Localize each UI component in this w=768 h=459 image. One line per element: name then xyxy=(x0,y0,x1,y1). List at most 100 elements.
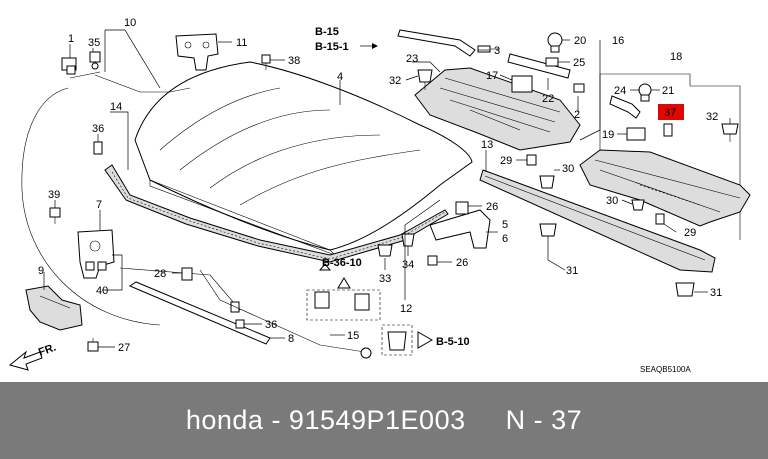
callout: 35 xyxy=(88,37,100,49)
leader-lines xyxy=(43,29,731,348)
callout: 23 xyxy=(406,53,418,65)
callout: 30 xyxy=(606,195,618,207)
clip-33 xyxy=(377,244,393,257)
callout: 28 xyxy=(154,268,166,280)
front-direction-indicator: FR. xyxy=(8,341,58,371)
check-valve-25 xyxy=(545,57,559,67)
cowl-lower-panel xyxy=(579,149,751,227)
clip-28 xyxy=(181,267,193,281)
hood-support-rod xyxy=(119,267,271,345)
bracket-19 xyxy=(626,127,646,141)
callout: 6 xyxy=(502,233,508,245)
clip-29-right xyxy=(655,213,665,225)
clip-31-mid xyxy=(539,223,557,237)
bracket-17 xyxy=(511,75,533,93)
hose-upper xyxy=(397,29,476,57)
callout: 36 xyxy=(92,123,104,135)
clip-36-upper xyxy=(93,141,103,155)
callout: 27 xyxy=(118,342,130,354)
callout: 31 xyxy=(566,265,578,277)
joint-2 xyxy=(573,83,585,93)
hood-seal xyxy=(104,164,449,263)
hose-24 xyxy=(609,95,641,119)
callout: 32 xyxy=(706,111,718,123)
callout: 18 xyxy=(670,51,682,63)
cable-15 xyxy=(199,269,366,353)
hood-latch xyxy=(77,229,115,279)
callout: 14 xyxy=(110,101,122,113)
cap-20 xyxy=(547,32,563,53)
callout: 5 xyxy=(502,219,508,231)
nozzle-3 xyxy=(477,45,500,53)
cap-21 xyxy=(638,83,652,102)
callout: 26 xyxy=(486,201,498,213)
callout: 22 xyxy=(542,93,554,105)
callout: 4 xyxy=(337,71,343,83)
callout-highlighted: 37 xyxy=(664,107,676,119)
part-info-banner: honda - 91549P1E003 N - 37 xyxy=(0,382,768,459)
clip-35 xyxy=(89,51,101,70)
callout: 20 xyxy=(574,35,586,47)
part-number-text: honda - 91549P1E003 N - 37 xyxy=(185,405,583,435)
parts-diagram: 1 35 10 11 38 4 14 36 39 7 40 9 27 28 36… xyxy=(8,17,751,374)
release-cable xyxy=(21,87,161,326)
ref-b-36-10: B-36-10 xyxy=(322,257,362,269)
callout: 13 xyxy=(481,139,493,151)
clip-32-right xyxy=(721,123,739,142)
clip-31-right xyxy=(675,282,695,297)
bolt-27 xyxy=(87,338,99,352)
callout: 24 xyxy=(614,85,626,97)
callout: 30 xyxy=(562,163,574,175)
callout: 2 xyxy=(574,109,580,121)
ref-b-15-1: B-15-1 xyxy=(315,41,349,53)
callout: 3 xyxy=(494,45,500,57)
hood-hinge xyxy=(175,33,219,71)
ref-b-15: B-15 xyxy=(315,26,339,38)
callout: 34 xyxy=(402,259,414,271)
fr-label: FR. xyxy=(37,341,58,358)
clip-30-right xyxy=(631,199,645,211)
release-handle xyxy=(25,285,83,331)
callout: 19 xyxy=(602,129,614,141)
callout: 39 xyxy=(48,189,60,201)
hose-22 xyxy=(507,53,571,79)
callout: 16 xyxy=(612,35,624,47)
ref-b-5-10-box xyxy=(381,324,434,356)
callout-labels: 1 35 10 11 38 4 14 36 39 7 40 9 27 28 36… xyxy=(38,17,722,354)
exploded-view-drawing: 1 35 10 11 38 4 14 36 39 7 40 9 27 28 36… xyxy=(8,17,751,374)
clip-30-left xyxy=(539,175,555,189)
ref-b-5-10: B-5-10 xyxy=(436,336,470,348)
callout: 10 xyxy=(124,17,136,29)
callout: 7 xyxy=(96,199,102,211)
callout: 25 xyxy=(573,57,585,69)
callout: 15 xyxy=(347,330,359,342)
hood-panel xyxy=(134,61,473,256)
clip-34 xyxy=(401,233,415,247)
callout: 29 xyxy=(500,155,512,167)
callout: 11 xyxy=(236,37,247,49)
ref-b-36-10-box xyxy=(306,263,381,321)
bolt-26-lower xyxy=(427,255,438,266)
callout: 32 xyxy=(389,75,401,87)
callout: 31 xyxy=(710,287,722,299)
clip-29-left xyxy=(526,154,537,166)
callout: 33 xyxy=(379,273,391,285)
front-arrow-icon xyxy=(8,350,43,371)
callout: 9 xyxy=(38,265,44,277)
callout: 21 xyxy=(662,85,674,97)
clip-32-upper xyxy=(417,69,433,90)
cable-upper xyxy=(94,74,191,93)
cowl-top-panel xyxy=(414,67,581,151)
callout: 40 xyxy=(96,285,108,297)
callout: 36 xyxy=(265,319,277,331)
callout: 29 xyxy=(684,227,696,239)
callout: 12 xyxy=(400,303,412,315)
bolt-38 xyxy=(261,54,271,70)
hinge-arm xyxy=(429,201,491,249)
reference-labels: B-15 B-15-1 B-36-10 B-5-10 xyxy=(315,26,470,348)
callout: 17 xyxy=(486,70,498,82)
callout: 8 xyxy=(288,333,294,345)
callout: 38 xyxy=(288,55,300,67)
callout: 26 xyxy=(456,257,468,269)
